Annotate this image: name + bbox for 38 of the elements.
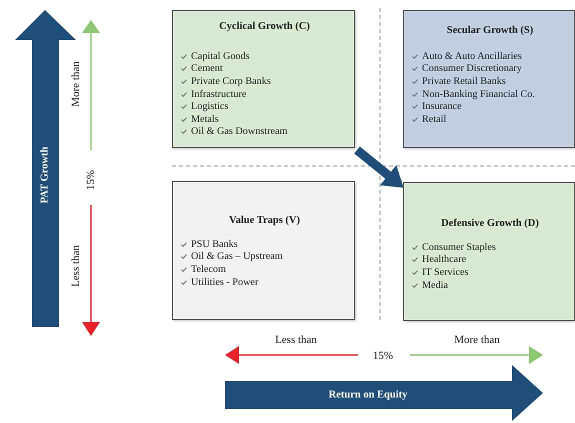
arrow — [354, 146, 404, 188]
quadrant-heading: Secular Growth (S) — [446, 25, 534, 36]
axis-label: 15% — [85, 170, 97, 190]
list-item: Capital Goods — [191, 50, 250, 62]
quadrant-box — [172, 181, 355, 320]
list-item: Non-Banking Financial Co. — [422, 88, 535, 100]
axis-label: More than — [70, 61, 82, 107]
list-item: Insurance — [422, 101, 462, 112]
quadrant-heading: Defensive Growth (D) — [441, 218, 539, 229]
axis-label: Return on Equity — [328, 390, 408, 400]
quadrant-box — [403, 10, 575, 148]
list-item: Metals — [191, 114, 219, 125]
list-item: Private Corp Banks — [191, 76, 271, 87]
quadrant-heading: Cyclical Growth (C) — [219, 21, 310, 32]
list-item: PSU Banks — [191, 238, 238, 250]
list-item: Cement — [191, 63, 223, 74]
quadrant-heading: Value Traps (V) — [229, 215, 300, 226]
list-item: Utilities - Power — [191, 276, 258, 288]
list-item: Oil & Gas – Upstream — [191, 251, 283, 262]
list-item: Auto & Auto Ancillaries — [422, 50, 522, 62]
quadrant-box — [172, 10, 355, 148]
list-item: Infrastructure — [191, 88, 246, 100]
list-item: Retail — [422, 114, 446, 125]
list-item: Logistics — [191, 101, 228, 112]
axis-label: PAT Growth — [40, 146, 50, 204]
axis-label: Less than — [70, 245, 82, 287]
list-item: Oil & Gas Downstream — [191, 126, 288, 138]
list-item: Media — [422, 280, 448, 291]
list-item: Consumer Discretionary — [422, 63, 522, 74]
quadrant-box — [403, 182, 575, 321]
axis-label: More than — [454, 334, 500, 346]
list-item: Healthcare — [422, 254, 466, 266]
axis-label: 15% — [372, 350, 394, 362]
list-item: Telecom — [191, 264, 226, 275]
list-item: Consumer Staples — [422, 242, 496, 253]
axis-label: Less than — [275, 334, 317, 346]
list-item: Private Retail Banks — [422, 76, 506, 87]
list-item: IT Services — [422, 266, 468, 278]
